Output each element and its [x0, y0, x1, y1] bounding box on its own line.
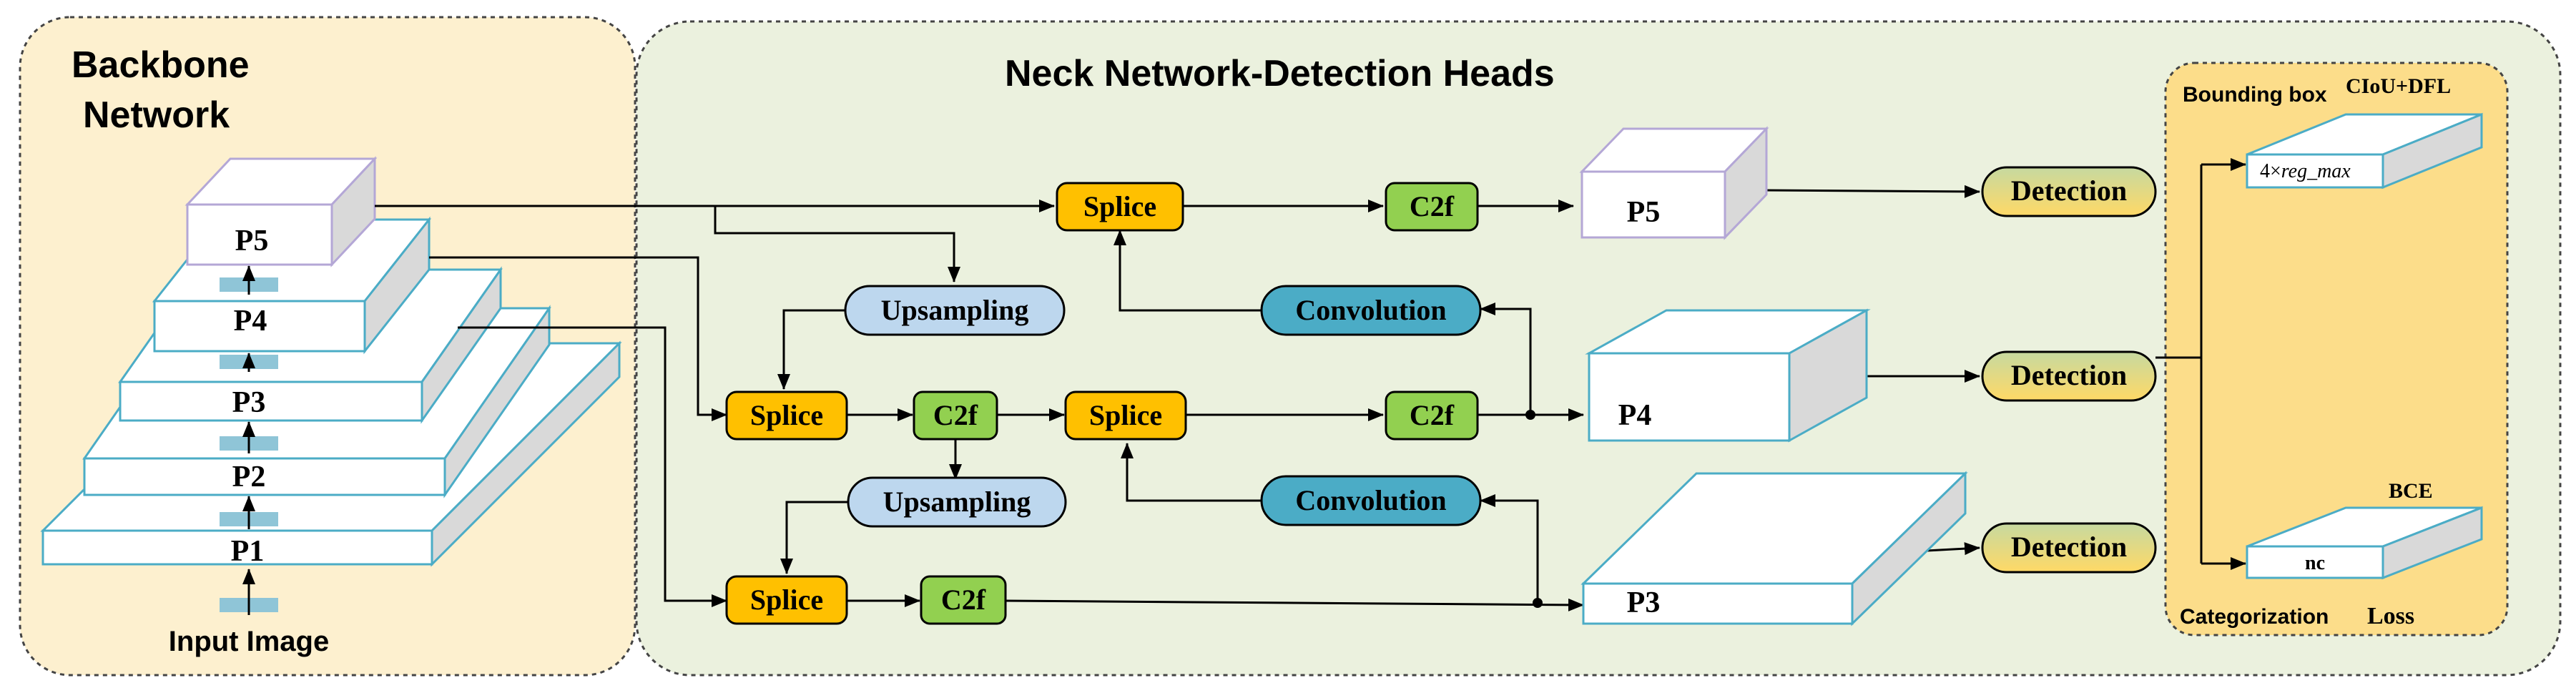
- junction-dot-p4: [1525, 410, 1535, 420]
- input-image-label: Input Image: [169, 626, 329, 657]
- bbox-output-cube: 4×reg_max: [2246, 112, 2483, 190]
- categorization-label: Categorization: [2180, 605, 2329, 629]
- backbone-layer-p4-label: P4: [234, 305, 267, 338]
- output-p3-label: P3: [1627, 586, 1661, 619]
- c2f-bottom: C2f: [920, 575, 1007, 625]
- c2f-mid-right-label: C2f: [1410, 399, 1455, 431]
- backbone-layer-p3-label: P3: [232, 386, 266, 419]
- detection-p3-label: Detection: [2011, 531, 2127, 563]
- c2f-top: C2f: [1385, 182, 1479, 232]
- bbox-loss-label: CIoU+DFL: [2346, 74, 2451, 98]
- c2f-mid-right: C2f: [1385, 390, 1479, 441]
- connectors: [375, 158, 2246, 611]
- c2f-mid-left: C2f: [913, 390, 998, 441]
- splice-top: Splice: [1056, 182, 1184, 232]
- splice-mid-right: Splice: [1064, 390, 1187, 441]
- svg-text:4×reg_max: 4×reg_max: [2260, 160, 2351, 182]
- backbone-title-line1: Backbone: [72, 44, 250, 86]
- neck-title: Neck Network-Detection Heads: [1005, 53, 1555, 94]
- loss-panel: [2164, 62, 2509, 637]
- convolution-top: Convolution: [1260, 285, 1482, 336]
- c2f-bottom-label: C2f: [941, 584, 986, 616]
- splice-mid-left-label: Splice: [750, 399, 823, 431]
- output-p5-cube: P5: [1579, 126, 1769, 240]
- c2f-mid-left-label: C2f: [933, 399, 978, 431]
- output-p4-cube: P4: [1585, 308, 1871, 443]
- output-p4-label: P4: [1618, 399, 1652, 432]
- upsampling-bottom: Upsampling: [847, 476, 1067, 528]
- splice-mid-right-label: Splice: [1089, 399, 1162, 431]
- splice-bottom: Splice: [725, 575, 848, 625]
- detection-p4: Detection: [1981, 350, 2157, 402]
- reg-max-variable: reg_max: [2281, 160, 2351, 182]
- bounding-box-label: Bounding box: [2183, 83, 2327, 107]
- splice-bottom-label: Splice: [750, 584, 823, 616]
- output-p5-label: P5: [1627, 196, 1661, 229]
- splice-mid-left: Splice: [725, 390, 848, 441]
- backbone-layer-p5-label: P5: [235, 225, 269, 257]
- reg-max-prefix: 4×: [2260, 160, 2281, 182]
- bce-loss-label: BCE: [2389, 479, 2433, 503]
- detection-p5-label: Detection: [2011, 175, 2127, 207]
- backbone-layer-p2-label: P2: [232, 461, 266, 493]
- detection-p5: Detection: [1981, 166, 2157, 217]
- backbone-layer-p5: P5: [185, 156, 378, 267]
- class-output-cube: nc: [2246, 506, 2483, 580]
- c2f-top-label: C2f: [1410, 190, 1455, 222]
- nc-label: nc: [2305, 552, 2325, 574]
- junction-dot-p3: [1533, 598, 1543, 608]
- detection-p4-label: Detection: [2011, 359, 2127, 391]
- backbone-layer-p1-label: P1: [231, 535, 265, 568]
- splice-top-label: Splice: [1083, 190, 1156, 222]
- loss-label: Loss: [2367, 603, 2414, 629]
- upsampling-top: Upsampling: [844, 285, 1066, 336]
- upsampling-bottom-label: Upsampling: [883, 486, 1031, 518]
- convolution-top-label: Convolution: [1295, 294, 1446, 326]
- convolution-bottom: Convolution: [1260, 475, 1482, 526]
- upsampling-top-label: Upsampling: [881, 294, 1029, 326]
- output-p3-cube: P3: [1580, 471, 1968, 626]
- detection-p3: Detection: [1981, 522, 2157, 574]
- convolution-bottom-label: Convolution: [1295, 484, 1446, 516]
- backbone-title-line2: Network: [83, 94, 230, 136]
